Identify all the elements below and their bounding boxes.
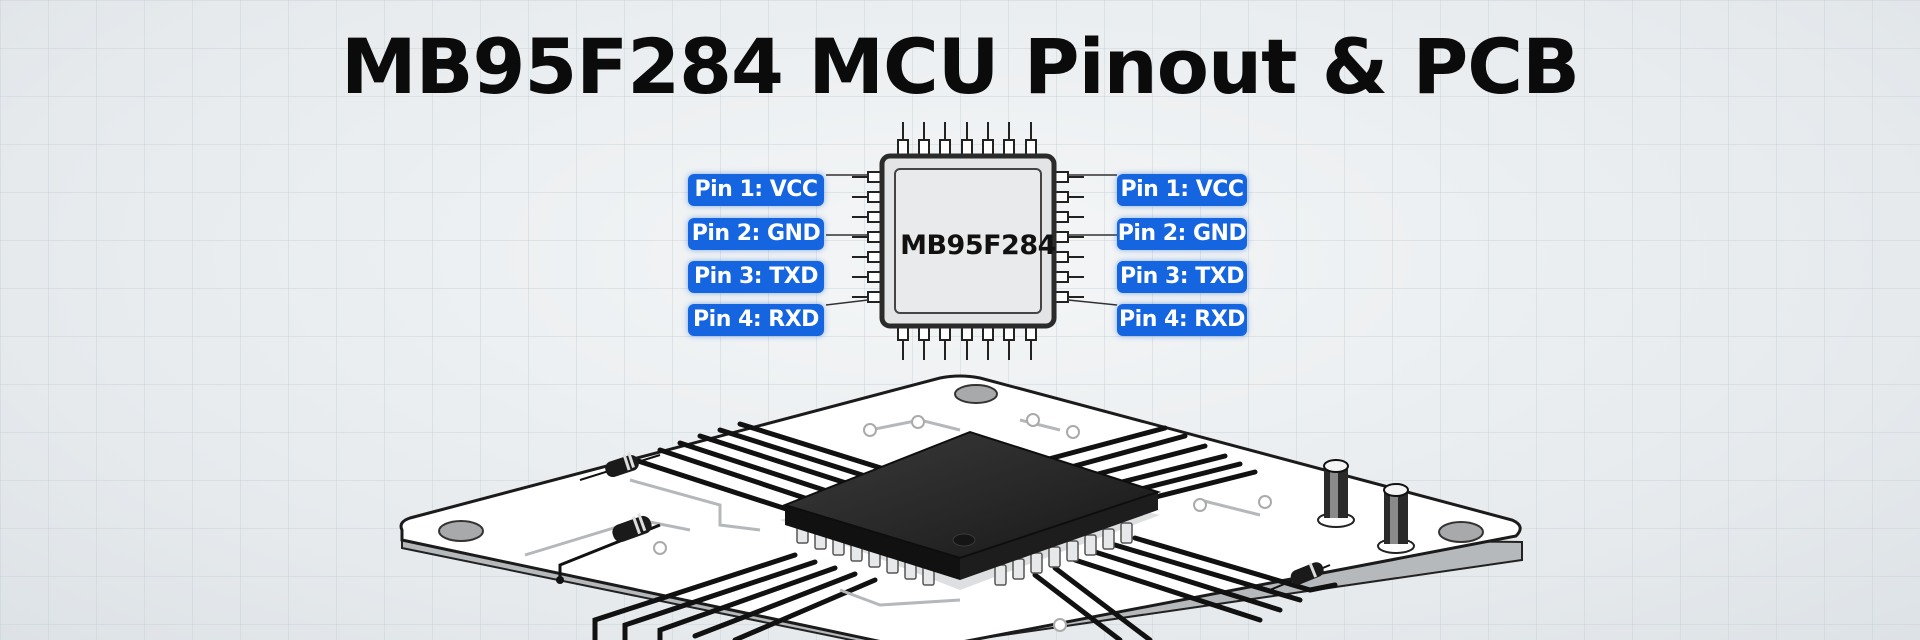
resistor-icon <box>579 451 661 481</box>
pin-label-right-3: Pin 3: TXD <box>1117 261 1247 293</box>
pin-label-right-2: Pin 2: GND <box>1117 218 1247 250</box>
pin-label-left-3: Pin 3: TXD <box>688 261 824 293</box>
pin-label-right-1: Pin 1: VCC <box>1117 174 1247 206</box>
pcb-board-icon <box>399 374 1523 640</box>
pin-label-right-4: Pin 4: RXD <box>1117 304 1247 336</box>
pin-label-left-1: Pin 1: VCC <box>688 174 824 206</box>
pin-label-left-4: Pin 4: RXD <box>688 304 824 336</box>
chip-schematic-icon <box>825 122 1118 360</box>
resistor-icon <box>1269 562 1331 591</box>
capacitor-icon <box>1377 483 1415 554</box>
chip-label: MB95F284 <box>900 230 1056 261</box>
resistor-icon <box>556 513 661 584</box>
page-title: MB95F284 MCU Pinout & PCB <box>340 22 1580 111</box>
pin-label-left-2: Pin 2: GND <box>688 218 824 250</box>
capacitor-icon <box>1317 459 1355 528</box>
